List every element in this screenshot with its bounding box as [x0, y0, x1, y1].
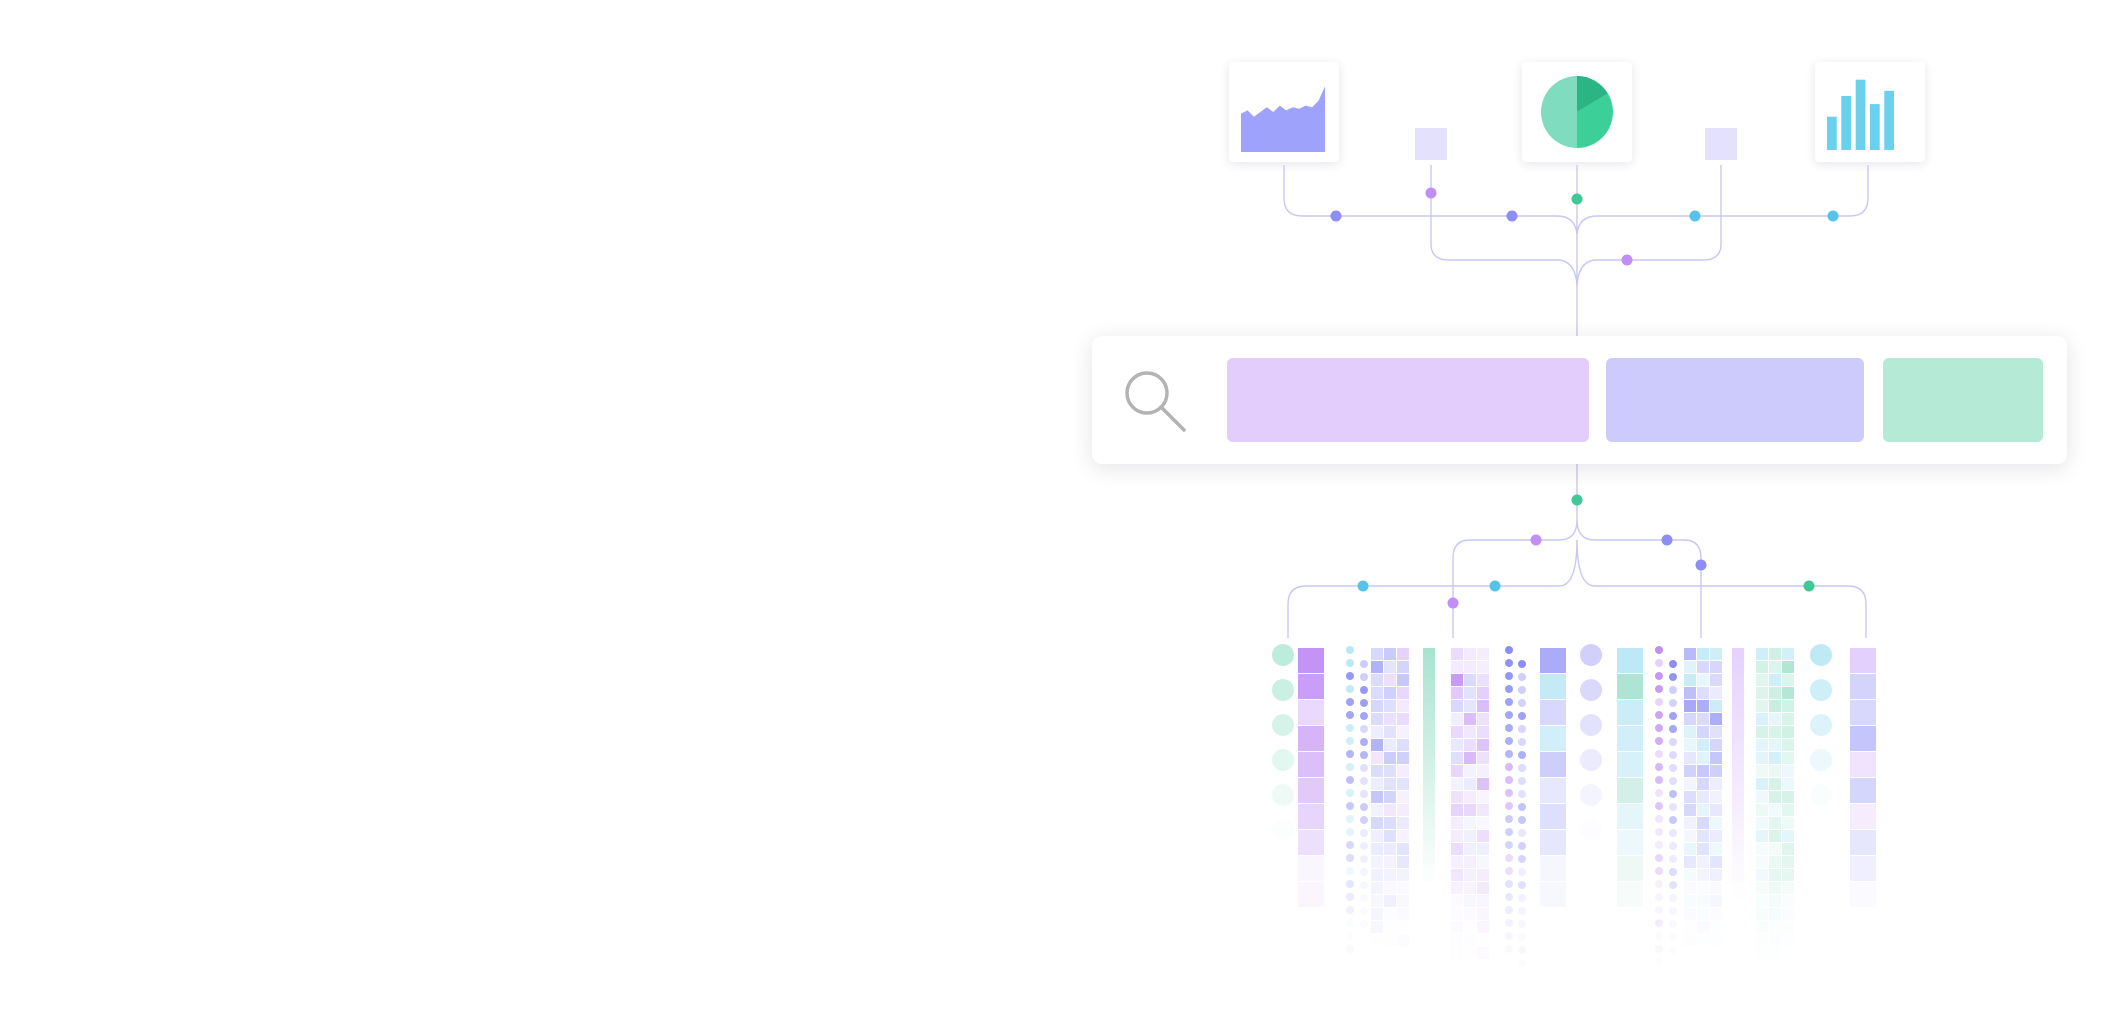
pie-slice	[1541, 76, 1577, 148]
data-column	[1346, 646, 1354, 953]
data-column	[1617, 648, 1643, 907]
connector-dot	[1827, 210, 1839, 222]
query-field-tertiary[interactable]	[1883, 358, 2043, 442]
connector-dots	[1330, 187, 1839, 609]
search-icon[interactable]	[1122, 368, 1192, 438]
data-column	[1810, 644, 1832, 806]
data-column	[1655, 646, 1663, 966]
data-column	[1684, 648, 1722, 946]
connector-dot	[1489, 580, 1501, 592]
data-column	[1850, 648, 1876, 907]
pie-slice	[1577, 76, 1608, 112]
data-column	[1360, 660, 1368, 928]
connector-dot	[1571, 494, 1583, 506]
bar	[1827, 116, 1837, 150]
connector-dot	[1803, 580, 1815, 592]
connector-dot	[1530, 534, 1542, 546]
connector-dot	[1357, 580, 1369, 592]
data-column	[1505, 646, 1513, 953]
connector-dot	[1425, 187, 1437, 199]
data-column	[1518, 660, 1526, 967]
pie-chart-icon	[1541, 76, 1614, 148]
data-column	[1298, 648, 1324, 907]
connector-dot	[1621, 254, 1633, 266]
connector-dot	[1571, 193, 1583, 205]
data-column	[1540, 648, 1566, 907]
data-column	[1272, 644, 1294, 841]
source-node-left	[1415, 128, 1447, 160]
data-column	[1371, 648, 1409, 933]
bar	[1870, 104, 1880, 150]
pie-chart-card[interactable]	[1522, 62, 1632, 162]
area-chart-icon	[1241, 86, 1325, 152]
connector-dot	[1506, 210, 1518, 222]
data-column	[1732, 648, 1744, 900]
area-chart-card[interactable]	[1229, 62, 1339, 162]
bar	[1841, 96, 1851, 150]
connector-dot	[1447, 597, 1459, 609]
connector-dot	[1661, 534, 1673, 546]
data-column	[1580, 644, 1602, 841]
query-field-primary[interactable]	[1227, 358, 1589, 442]
connector-dot	[1695, 559, 1707, 571]
connector-lines	[1283, 165, 1869, 638]
bar-chart-icon	[1827, 79, 1894, 150]
connector-dot	[1689, 210, 1701, 222]
data-column	[1756, 648, 1794, 946]
search-panel	[1092, 336, 2067, 464]
bar-chart-card[interactable]	[1815, 62, 1925, 162]
connector-dot	[1330, 210, 1342, 222]
bar	[1855, 79, 1866, 150]
data-column	[1451, 648, 1489, 959]
source-node-right	[1705, 128, 1737, 160]
area-series	[1241, 86, 1325, 152]
data-column	[1669, 660, 1677, 954]
data-column	[1423, 648, 1435, 882]
query-field-secondary[interactable]	[1606, 358, 1864, 442]
bar	[1884, 90, 1894, 150]
pie-slice	[1577, 93, 1614, 148]
